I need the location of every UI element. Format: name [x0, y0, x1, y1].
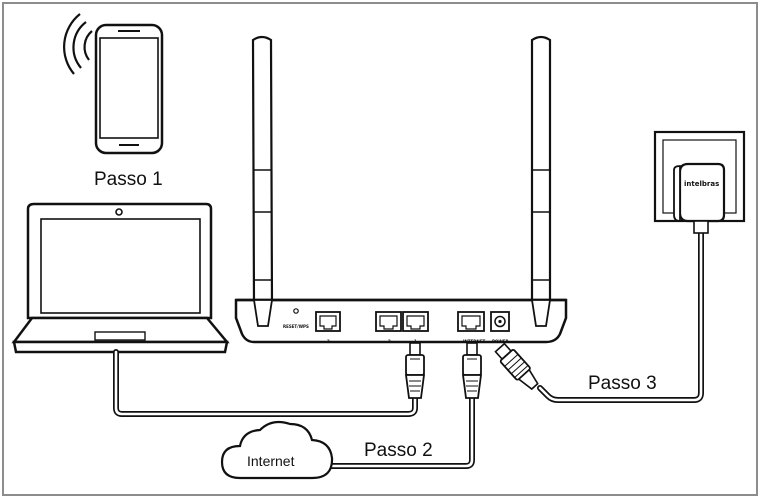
lan-port-2	[375, 311, 402, 332]
router: RESET/WPS 3 2 1 INTERNET POWE	[234, 35, 568, 344]
laptop-base	[12, 340, 229, 354]
smartphone	[63, 13, 164, 155]
lan1-label: 1	[414, 339, 417, 344]
adapter-brand: intelbras	[684, 180, 719, 188]
laptop	[11, 202, 230, 354]
wifi-arc-inner	[83, 30, 93, 61]
step3-label: Passo 3	[588, 373, 657, 394]
cables	[113, 229, 704, 469]
power-jack	[490, 311, 510, 332]
reset-label: RESET/WPS	[283, 324, 309, 329]
step1-label: Passo 1	[94, 169, 163, 190]
lan-port-1	[402, 311, 429, 332]
router-antenna-left	[250, 35, 276, 329]
internet-label: Internet	[247, 453, 295, 469]
wifi-arc-outer	[63, 13, 81, 75]
laptop-touchpad	[94, 331, 146, 341]
power-adapter: intelbras	[673, 162, 726, 234]
router-antenna-right	[528, 35, 554, 329]
webcam-icon	[115, 208, 123, 216]
phone-screen	[99, 37, 159, 139]
wan-port	[457, 311, 485, 332]
wan-cable-plug	[461, 342, 483, 399]
internet-cloud	[220, 420, 334, 480]
power-cable-plug	[494, 342, 539, 391]
wan-label: INTERNET	[463, 339, 485, 344]
reset-button	[293, 308, 299, 314]
lan-port-3	[315, 311, 341, 332]
lan2-label: 2	[388, 339, 391, 344]
power-label: POWER	[492, 339, 509, 344]
laptop-screen	[40, 218, 201, 314]
cable-laptop-lan	[113, 349, 418, 417]
wifi-arc-middle	[72, 21, 87, 69]
step2-label: Passo 2	[364, 440, 433, 461]
lan3-label: 3	[327, 339, 330, 344]
lan-cable-plug	[404, 342, 426, 399]
